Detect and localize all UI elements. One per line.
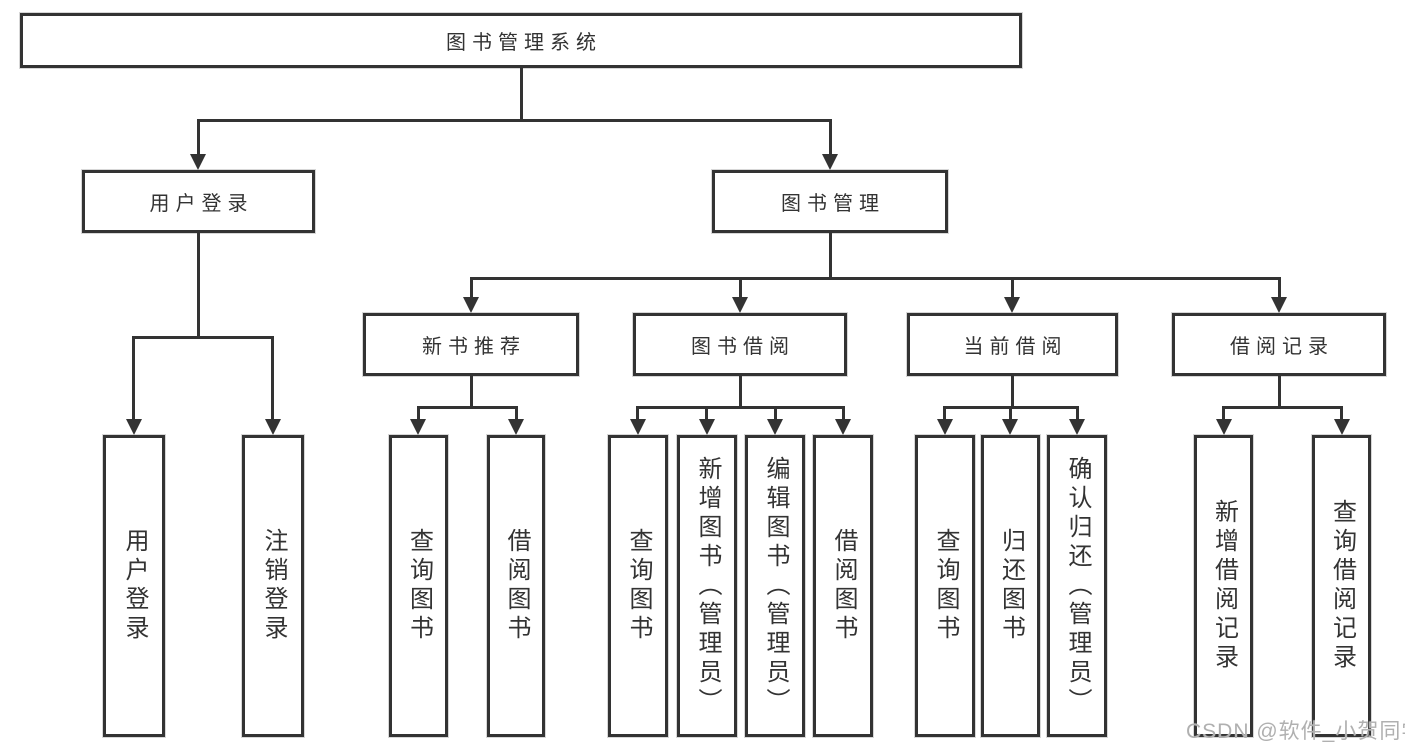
connector-root-crossbar: [197, 119, 832, 122]
node-label: 图书借阅: [691, 336, 795, 358]
connector-borrowing-crossbar: [636, 406, 845, 409]
connector-leaf-stem: [842, 406, 845, 420]
leaf-query-borrow-record: 查询借阅记录: [1312, 435, 1371, 737]
arrowhead-leaf: [937, 419, 953, 435]
leaf-label: 确认归还（管理员）: [1064, 455, 1091, 717]
leaf-query-books-current: 查询图书: [915, 435, 975, 737]
connector-leaf-stem: [1222, 406, 1225, 420]
leaf-add-borrow-record: 新增借阅记录: [1194, 435, 1253, 737]
arrowhead-leaf: [630, 419, 646, 435]
node-label: 图书管理系统: [446, 32, 602, 54]
leaf-borrow-books-recommend: 借阅图书: [487, 435, 545, 737]
connector-to-new-book-stem: [470, 277, 473, 298]
node-label: 借阅记录: [1230, 336, 1334, 358]
connector-book-management-crossbar: [470, 277, 1281, 280]
node-book-management: 图书管理: [712, 170, 948, 233]
connector-leaf-stem: [417, 406, 420, 420]
arrowhead-leaf: [1334, 419, 1350, 435]
leaf-user-login: 用户登录: [103, 435, 165, 737]
arrowhead-to-borrowing: [732, 297, 748, 313]
connector-to-login-leaf-stem: [132, 336, 135, 420]
leaf-borrow-books: 借阅图书: [813, 435, 873, 737]
arrowhead-to-user-login: [190, 154, 206, 170]
leaf-label: 查询图书: [932, 528, 959, 644]
connector-book-management-stem: [829, 233, 832, 279]
arrowhead-leaf: [1216, 419, 1232, 435]
arrowhead-leaf: [1002, 419, 1018, 435]
arrowhead-to-logout-leaf: [265, 419, 281, 435]
leaf-label: 注销登录: [260, 528, 287, 644]
connector-to-logout-leaf-stem: [271, 336, 274, 420]
connector-records-stem: [1278, 376, 1281, 409]
leaf-label: 用户登录: [121, 528, 148, 644]
leaf-label: 新增图书（管理员）: [694, 455, 721, 717]
connector-borrowing-stem: [739, 376, 742, 409]
connector-new-book-crossbar: [417, 406, 518, 409]
leaf-label: 编辑图书（管理员）: [762, 455, 789, 717]
connector-root-stem: [520, 68, 523, 121]
arrowhead-to-current: [1004, 297, 1020, 313]
node-library-management-system: 图书管理系统: [20, 13, 1022, 68]
node-label: 当前借阅: [963, 336, 1068, 358]
node-new-book-recommend: 新书推荐: [363, 313, 579, 376]
leaf-confirm-return-admin: 确认归还（管理员）: [1047, 435, 1107, 737]
leaf-label: 查询图书: [625, 528, 652, 644]
connector-to-user-login-stem: [197, 119, 200, 155]
leaf-edit-books-admin: 编辑图书（管理员）: [745, 435, 805, 737]
leaf-add-books-admin: 新增图书（管理员）: [677, 435, 737, 737]
connector-to-current-stem: [1011, 277, 1014, 298]
leaf-query-books-borrowing: 查询图书: [608, 435, 668, 737]
arrowhead-leaf: [1069, 419, 1085, 435]
arrowhead-leaf: [508, 419, 524, 435]
arrowhead-to-login-leaf: [126, 419, 142, 435]
node-user-login: 用户登录: [82, 170, 315, 233]
leaf-return-books: 归还图书: [981, 435, 1040, 737]
connector-leaf-stem: [943, 406, 946, 420]
connector-leaf-stem: [1340, 406, 1343, 420]
connector-records-crossbar: [1222, 406, 1343, 409]
leaf-label: 归还图书: [997, 528, 1025, 644]
connector-to-records-stem: [1278, 277, 1281, 298]
connector-leaf-stem: [515, 406, 518, 420]
arrowhead-to-records: [1271, 297, 1287, 313]
connector-leaf-stem: [636, 406, 639, 420]
connector-leaf-stem: [774, 406, 777, 420]
leaf-query-books-recommend: 查询图书: [389, 435, 448, 737]
arrowhead-to-book-management: [822, 154, 838, 170]
connector-leaf-stem: [705, 406, 708, 420]
connector-new-book-stem: [470, 376, 473, 409]
csdn-watermark: CSDN @软件_小贺同学: [1186, 720, 1405, 743]
connector-to-borrowing-stem: [739, 277, 742, 298]
node-book-borrowing: 图书借阅: [633, 313, 847, 376]
connector-to-book-management-stem: [829, 119, 832, 155]
connector-user-login-crossbar: [132, 336, 274, 339]
connector-leaf-stem: [1076, 406, 1079, 420]
leaf-label: 借阅图书: [830, 528, 857, 644]
arrowhead-leaf: [410, 419, 426, 435]
leaf-label: 借阅图书: [503, 528, 530, 644]
node-label: 新书推荐: [422, 336, 526, 358]
arrowhead-leaf: [699, 419, 715, 435]
leaf-logout: 注销登录: [242, 435, 304, 737]
connector-user-login-stem: [197, 233, 200, 339]
leaf-label: 查询图书: [405, 528, 433, 644]
leaf-label: 查询借阅记录: [1328, 499, 1356, 673]
arrowhead-leaf: [767, 419, 783, 435]
node-borrowing-records: 借阅记录: [1172, 313, 1386, 376]
node-current-borrowing: 当前借阅: [907, 313, 1118, 376]
leaf-label: 新增借阅记录: [1210, 499, 1238, 673]
node-label: 用户登录: [149, 193, 254, 215]
arrowhead-to-new-book: [463, 297, 479, 313]
arrowhead-leaf: [835, 419, 851, 435]
connector-current-stem: [1011, 376, 1014, 409]
connector-leaf-stem: [1009, 406, 1012, 420]
node-label: 图书管理: [781, 193, 885, 215]
